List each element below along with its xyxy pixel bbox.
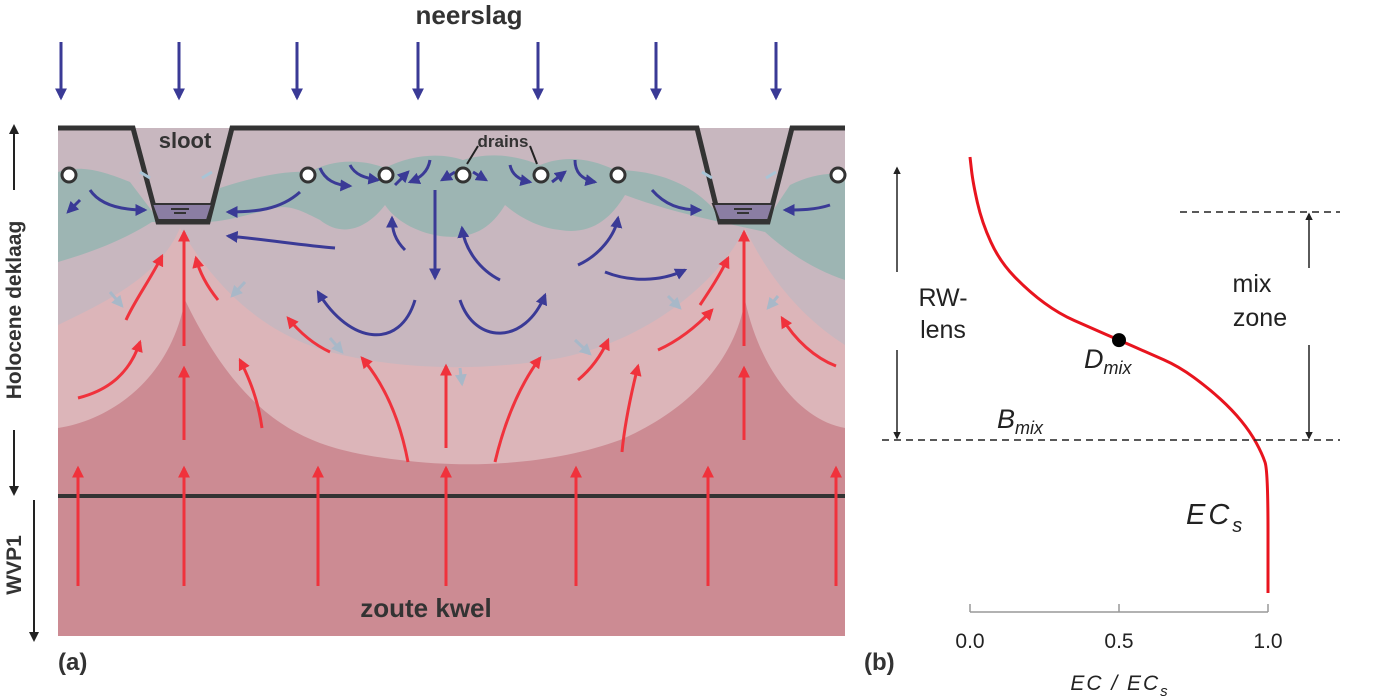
- flow-arrow: [650, 189, 703, 216]
- seepage-arrow: [286, 316, 331, 354]
- flow-arrow: [386, 215, 407, 252]
- panel-b-label: (b): [864, 649, 895, 676]
- mixing-arrows: [108, 280, 780, 387]
- flow-arrow: [225, 190, 302, 218]
- seepage-arrow: [698, 255, 730, 306]
- rain-arrows: [55, 42, 782, 101]
- drain-icon: [609, 166, 627, 184]
- drain-icon: [299, 166, 317, 184]
- ditch-label: sloot: [159, 128, 212, 153]
- seepage-arrows: [72, 229, 842, 586]
- flow-arrow: [458, 292, 547, 335]
- wvp1-layer-label: WVP1: [3, 535, 26, 595]
- flow-arrow: [316, 289, 417, 337]
- x-axis-title: EC / ECs: [1070, 672, 1169, 698]
- holocene-layer-label: Holocene deklaag: [3, 221, 26, 400]
- flow-arrow: [66, 198, 82, 214]
- seepage-arrow: [360, 356, 410, 463]
- x-tick-label: 0.5: [1104, 630, 1133, 653]
- flow-arrow: [551, 170, 567, 184]
- seepage-arrow: [657, 308, 714, 352]
- seepage-arrow: [780, 315, 837, 368]
- mix-zone-label-line1: mix: [1233, 270, 1272, 298]
- drain-icon: [829, 166, 847, 184]
- flow-arrow: [225, 230, 336, 250]
- ecs-label: ECs: [1186, 499, 1245, 537]
- x-tick-label: 0.0: [955, 630, 984, 653]
- flow-arrow: [782, 203, 831, 216]
- panel-a: neerslag sloot drains Holocene deklaag W…: [3, 0, 847, 676]
- panel-b: 0.0 0.5 1.0 EC / ECs RW- lens mix zone D…: [864, 156, 1340, 698]
- drain-icon: [60, 166, 78, 184]
- seepage-arrow: [238, 357, 264, 429]
- drains-label: drains: [477, 132, 528, 151]
- flow-arrow: [393, 170, 410, 187]
- drains: [60, 166, 847, 184]
- water-level-icon-right: [734, 208, 752, 214]
- saline-seepage-label: zoute kwel: [360, 593, 491, 623]
- x-axis-ticks: [969, 604, 1269, 612]
- rain-label: neerslag: [416, 0, 523, 30]
- seepage-arrow: [192, 255, 220, 301]
- flow-arrow: [348, 164, 381, 185]
- seepage-arrow: [77, 339, 143, 400]
- rw-lens-label-line1: RW-: [918, 284, 967, 312]
- mix-zone-label-line2: zone: [1233, 304, 1287, 332]
- drain-icon: [454, 166, 472, 184]
- seepage-arrow: [493, 356, 542, 463]
- flow-arrow: [457, 225, 501, 282]
- flow-arrow: [573, 159, 598, 186]
- flow-arrow: [472, 169, 489, 182]
- panel-a-label: (a): [58, 649, 87, 676]
- flow-arrow: [577, 215, 623, 267]
- dmix-label: Dmix: [1084, 344, 1132, 378]
- seepage-arrow: [620, 363, 642, 453]
- flow-arrow: [604, 268, 688, 281]
- drains-leaders: [466, 145, 538, 165]
- seepage-arrow: [577, 337, 610, 382]
- rw-lens-label-line2: lens: [920, 316, 966, 344]
- drain-icon: [377, 166, 395, 184]
- fresh-flow-arrows: [66, 159, 831, 337]
- flow-arrow: [88, 189, 148, 216]
- drain-icon: [532, 166, 550, 184]
- flow-arrow: [407, 159, 432, 185]
- flow-arrow: [318, 167, 353, 192]
- seepage-arrow: [124, 253, 164, 321]
- dmix-point: [1112, 333, 1126, 348]
- flow-arrow: [508, 164, 533, 186]
- x-tick-label: 1.0: [1253, 630, 1282, 653]
- bank-marks: [139, 170, 777, 180]
- water-level-icon-left: [171, 208, 189, 214]
- fresh-lens: [58, 155, 845, 280]
- bmix-label: Bmix: [997, 404, 1044, 438]
- flow-arrow: [439, 169, 456, 182]
